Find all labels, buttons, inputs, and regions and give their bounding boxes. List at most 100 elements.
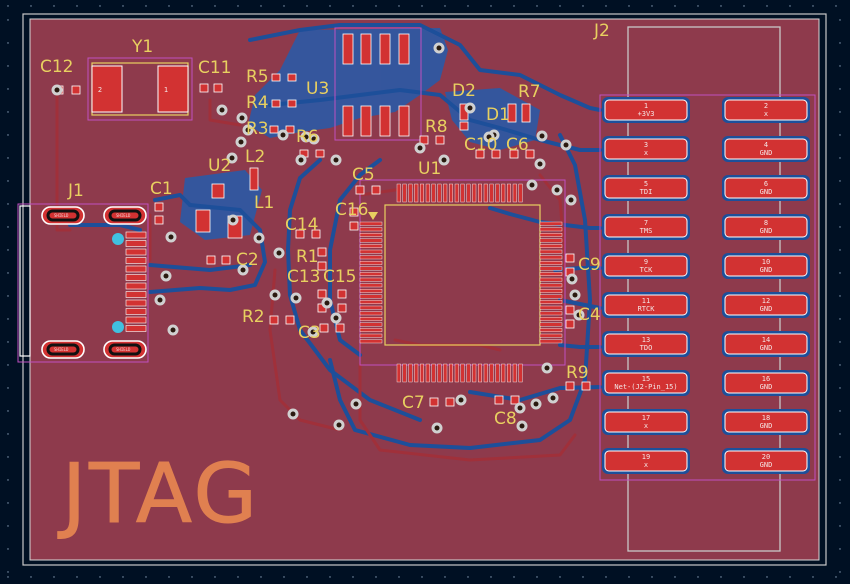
grid-dot <box>7 479 9 481</box>
ref-U2: U2 <box>208 156 231 176</box>
grid-dot <box>839 548 841 550</box>
board-title-text: JTAG <box>57 447 260 542</box>
j2-connector: J2 1+3V33x5TDI7TMS9TCK11RTCK13TDO15Net-(… <box>593 21 816 552</box>
y1-pad-2 <box>91 65 123 113</box>
j2-pin-number: 4 <box>764 141 768 149</box>
grid-dot <box>839 410 841 412</box>
u1-pads-bottom <box>396 363 523 383</box>
grid-dot <box>7 88 9 90</box>
grid-dot <box>7 5 9 7</box>
j1-signal-pads <box>125 231 147 332</box>
via-hole <box>458 397 464 403</box>
grid-dot <box>697 5 699 7</box>
grid-dot <box>214 5 216 7</box>
j2-pin-net: GND <box>760 149 773 157</box>
ref-R5: R5 <box>246 67 269 87</box>
grid-dots <box>7 5 841 578</box>
grid-dot <box>375 576 377 578</box>
grid-dot <box>7 295 9 297</box>
j2-pin-net: x <box>644 149 648 157</box>
grid-dot <box>30 576 32 578</box>
j2-pad: 17x <box>602 409 690 435</box>
j2-pin-number: 8 <box>764 219 768 227</box>
grid-dot <box>605 576 607 578</box>
grid-dot <box>559 5 561 7</box>
j2-pin-number: 14 <box>762 336 770 344</box>
grid-dot <box>53 5 55 7</box>
j2-pin-net: GND <box>760 188 773 196</box>
grid-dot <box>7 571 9 573</box>
j2-pin-number: 18 <box>762 414 770 422</box>
j2-pin-net: GND <box>760 461 773 469</box>
grid-dot <box>743 5 745 7</box>
via-hole <box>537 161 543 167</box>
grid-dot <box>839 364 841 366</box>
grid-dot <box>283 576 285 578</box>
grid-dot <box>7 410 9 412</box>
via-hole <box>539 133 545 139</box>
grid-dot <box>839 433 841 435</box>
grid-dot <box>7 548 9 550</box>
grid-dot <box>421 576 423 578</box>
via-hole <box>353 401 359 407</box>
grid-dot <box>839 295 841 297</box>
ref-C12: C12 <box>40 57 74 77</box>
grid-dot <box>839 157 841 159</box>
grid-dot <box>839 111 841 113</box>
grid-dot <box>7 525 9 527</box>
j2-pin-net: x <box>764 110 768 118</box>
ref-U3: U3 <box>306 79 329 99</box>
grid-dot <box>839 272 841 274</box>
grid-dot <box>839 19 841 21</box>
via-hole <box>168 234 174 240</box>
j2-pin-number: 13 <box>642 336 650 344</box>
grid-dot <box>839 479 841 481</box>
via-hole <box>157 297 163 303</box>
ref-C10: C10 <box>464 135 498 155</box>
grid-dot <box>582 5 584 7</box>
via-hole <box>311 136 317 142</box>
grid-dot <box>7 111 9 113</box>
grid-dot <box>7 180 9 182</box>
grid-dot <box>605 5 607 7</box>
grid-dot <box>122 576 124 578</box>
via-hole <box>272 292 278 298</box>
grid-dot <box>467 5 469 7</box>
via-hole <box>441 157 447 163</box>
via-hole <box>336 422 342 428</box>
ref-R4: R4 <box>246 93 269 113</box>
grid-dot <box>559 576 561 578</box>
via-hole <box>333 157 339 163</box>
grid-dot <box>812 5 814 7</box>
via-hole <box>576 312 582 318</box>
j2-pin-net: GND <box>760 305 773 313</box>
grid-dot <box>7 502 9 504</box>
grid-dot <box>674 5 676 7</box>
y1-crystal: 2 1 Y1 <box>87 37 193 121</box>
grid-dot <box>260 5 262 7</box>
grid-dot <box>421 5 423 7</box>
grid-dot <box>7 433 9 435</box>
grid-dot <box>839 571 841 573</box>
grid-dot <box>122 5 124 7</box>
ref-R3: R3 <box>246 119 269 139</box>
j2-pin-number: 20 <box>762 453 770 461</box>
j2-pad: 3x <box>602 136 690 162</box>
ref-Y1: Y1 <box>131 37 153 57</box>
via-hole <box>170 327 176 333</box>
ref-C13: C13 <box>287 267 321 287</box>
grid-dot <box>352 576 354 578</box>
j1-pad-label: SHIELD <box>116 347 131 352</box>
via-hole <box>519 423 525 429</box>
grid-dot <box>674 576 676 578</box>
grid-dot <box>444 5 446 7</box>
grid-dot <box>191 576 193 578</box>
grid-dot <box>329 576 331 578</box>
grid-dot <box>839 387 841 389</box>
